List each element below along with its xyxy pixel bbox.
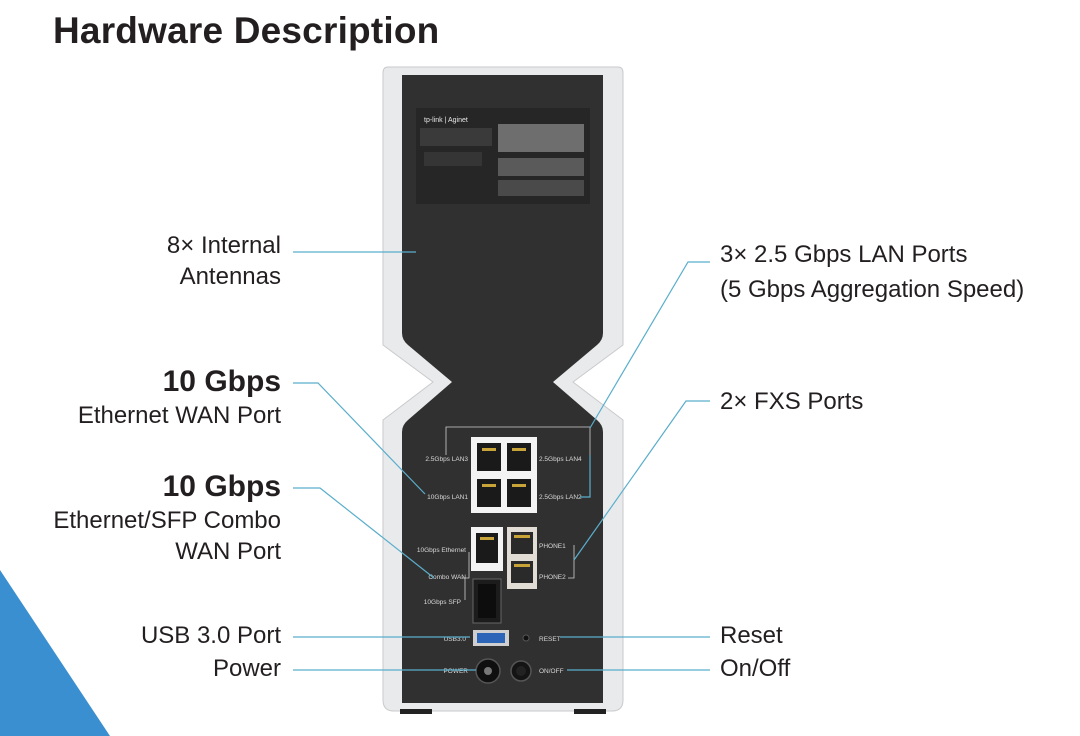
label-onoff: On/Off <box>720 655 791 682</box>
power-jack <box>475 658 501 684</box>
port-label-eth: 10Gbps Ethernet <box>417 547 466 554</box>
fxs-ports <box>507 527 537 589</box>
label-internal-antennas: 8× Internal Antennas <box>166 232 281 290</box>
page-title: Hardware Description <box>53 10 440 51</box>
leader-lan-bracket <box>580 455 591 498</box>
lan-ports-block <box>471 437 537 513</box>
leader-eth-wan <box>293 382 426 495</box>
reset-pinhole <box>522 634 530 642</box>
label-fxs-ports: 2× FXS Ports <box>720 388 864 415</box>
device-logo: tp-link | Aginet <box>424 117 468 124</box>
label-lan-ports: 3× 2.5 Gbps LAN Ports (5 Gbps Aggregatio… <box>720 241 1025 303</box>
port-label-lan3: 2.5Gbps LAN3 <box>425 456 468 463</box>
product-label-sticker: tp-link | Aginet <box>416 108 590 204</box>
label-reset: Reset <box>720 622 783 649</box>
port-label-onoff: ON/OFF <box>539 668 564 675</box>
label-usb: USB 3.0 Port <box>140 622 281 649</box>
port-label-reset: RESET <box>539 636 561 643</box>
port-label-sfp: 10Gbps SFP <box>424 599 461 606</box>
port-label-phone1: PHONE1 <box>539 543 566 550</box>
label-combo-wan: 10 Gbps Ethernet/SFP Combo WAN Port <box>53 470 281 565</box>
port-label-lan2: 2.5Gbps LAN2 <box>539 494 582 501</box>
onoff-button <box>510 660 532 682</box>
sfp-port <box>472 578 502 624</box>
corner-accent-triangle <box>0 570 110 736</box>
leader-combo-wan <box>293 487 435 579</box>
device-body <box>402 75 603 703</box>
label-power: Power <box>212 655 281 682</box>
wan-ethernet-port <box>471 527 503 571</box>
label-ethernet-wan: 10 Gbps Ethernet WAN Port <box>77 365 281 429</box>
leader-lines <box>293 251 710 671</box>
leader-lan <box>589 261 710 429</box>
port-label-combo: Combo WAN <box>428 574 466 581</box>
port-label-power: POWER <box>443 668 468 675</box>
usb-port <box>473 630 509 646</box>
leader-fxs <box>573 400 710 561</box>
port-label-lan1: 10Gbps LAN1 <box>427 494 468 501</box>
port-label-usb: USB3.0 <box>444 636 467 643</box>
port-label-lan4: 2.5Gbps LAN4 <box>539 456 582 463</box>
port-label-phone2: PHONE2 <box>539 574 566 581</box>
